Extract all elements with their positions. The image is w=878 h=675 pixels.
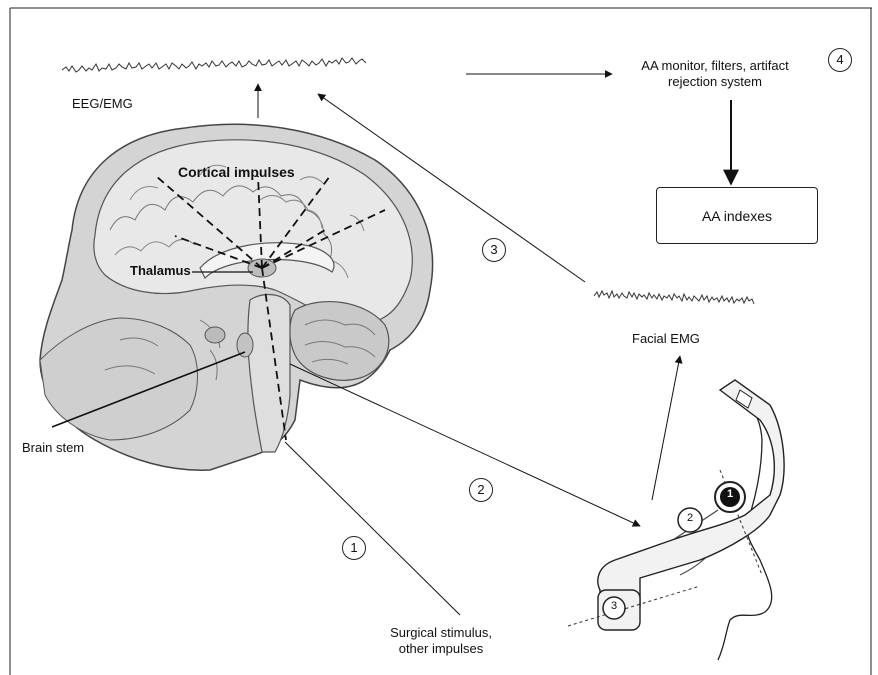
facial-emg-label: Facial EMG bbox=[632, 331, 700, 347]
stimulus-label-line2: other impulses bbox=[376, 641, 506, 657]
monitor-label-line2: rejection system bbox=[604, 74, 826, 90]
eeg-emg-label: EEG/EMG bbox=[72, 96, 133, 112]
stimulus-label: Surgical stimulus, other impulses bbox=[376, 625, 506, 657]
sensor-number-1: 1 bbox=[720, 488, 740, 500]
monitor-label: AA monitor, filters, artifact rejection … bbox=[604, 58, 826, 90]
monitor-label-line1: AA monitor, filters, artifact bbox=[604, 58, 826, 74]
step-3-marker: 3 bbox=[482, 238, 506, 262]
sensor-illustration bbox=[568, 380, 784, 660]
thalamus-label: Thalamus bbox=[130, 263, 191, 279]
stimulus-label-line1: Surgical stimulus, bbox=[376, 625, 506, 641]
aa-indexes-box: AA indexes bbox=[656, 187, 818, 244]
aa-indexes-label: AA indexes bbox=[702, 208, 772, 224]
sensor-number-3: 3 bbox=[604, 600, 624, 612]
step-2-marker: 2 bbox=[469, 478, 493, 502]
line-stimulus-to-brainstem bbox=[285, 442, 460, 615]
step-4-marker: 4 bbox=[828, 48, 852, 72]
facial-emg-waveform bbox=[594, 291, 754, 304]
step-1-marker: 1 bbox=[342, 536, 366, 560]
sensor-number-2: 2 bbox=[680, 512, 700, 524]
arrow-brainstem-to-sensor bbox=[290, 364, 640, 526]
cortical-impulses-label: Cortical impulses bbox=[178, 164, 295, 180]
eeg-waveform bbox=[62, 58, 366, 72]
brain-stem-label: Brain stem bbox=[22, 440, 84, 456]
arrow-sensor-to-facial-emg bbox=[652, 356, 680, 500]
